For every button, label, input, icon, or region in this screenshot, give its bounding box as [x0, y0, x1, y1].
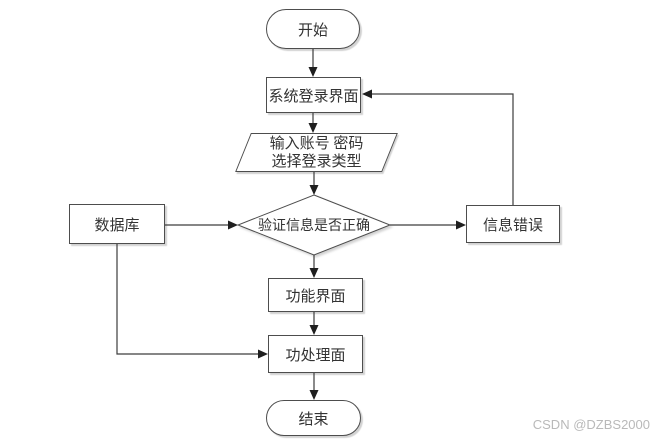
- edge-start-to-login: [308, 49, 318, 77]
- function-screen-label: 功能界面: [285, 288, 346, 305]
- edge-input-to-verify: [309, 172, 319, 195]
- processing-screen-node: 功处理面: [268, 335, 363, 373]
- input-account-label: 输入账号 密码 选择登录类型: [243, 133, 390, 172]
- edge-function-to-processing: [309, 312, 319, 335]
- info-error-node: 信息错误: [466, 205, 560, 243]
- login-screen-label: 系统登录界面: [268, 88, 359, 105]
- edge-verify-to-function: [309, 255, 319, 278]
- verify-decision-node: 验证信息是否正确: [237, 194, 391, 256]
- input-account-node: 输入账号 密码 选择登录类型: [235, 133, 398, 172]
- edge-database-to-verify: [165, 220, 238, 230]
- info-error-label: 信息错误: [482, 217, 543, 234]
- verify-decision-label: 验证信息是否正确: [258, 219, 370, 234]
- edge-login-to-input: [308, 113, 318, 133]
- login-screen-node: 系统登录界面: [266, 77, 361, 113]
- input-label-line1: 输入账号 密码: [269, 135, 364, 152]
- end-label: 结束: [298, 411, 329, 428]
- database-node: 数据库: [69, 204, 165, 244]
- edge-database-to-processing: [116, 244, 268, 359]
- start-node: 开始: [266, 9, 360, 49]
- end-node: 结束: [266, 400, 361, 436]
- input-label-line2: 选择登录类型: [271, 153, 362, 170]
- edge-verify-to-error: [390, 220, 466, 230]
- processing-screen-label: 功处理面: [285, 347, 346, 364]
- start-label: 开始: [297, 22, 328, 39]
- database-label: 数据库: [94, 217, 140, 234]
- csdn-watermark: CSDN @DZBS2000: [532, 417, 650, 432]
- edge-processing-to-end: [309, 373, 319, 400]
- function-screen-node: 功能界面: [268, 278, 363, 312]
